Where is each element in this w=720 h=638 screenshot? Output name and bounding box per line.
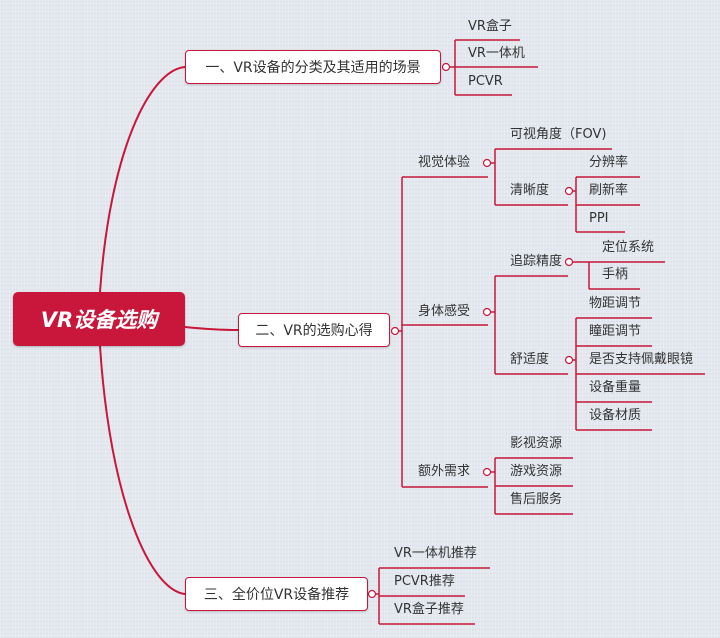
topic-device-weight[interactable]: 设备重量: [589, 380, 642, 395]
branch-1-collapse-dot: [441, 62, 451, 72]
topic-glasses-support[interactable]: 是否支持佩戴眼镜: [589, 352, 694, 367]
comfort-collapse-dot: [564, 355, 574, 365]
branch-2-topic[interactable]: 二、VR的选购心得: [238, 313, 390, 347]
topic-after-sales[interactable]: 售后服务: [510, 492, 563, 507]
topic-body-feel[interactable]: 身体感受: [418, 304, 471, 319]
topic-ppi[interactable]: PPI: [589, 211, 609, 226]
topic-resolution[interactable]: 分辨率: [589, 155, 629, 170]
topic-game-resources[interactable]: 游戏资源: [510, 464, 563, 479]
body-collapse-dot: [482, 307, 492, 317]
topic-vr-all-in-one[interactable]: VR一体机: [468, 46, 525, 61]
root-topic[interactable]: VR设备选购: [13, 292, 185, 346]
connector-root-branch-3: [99, 345, 186, 595]
branch-1-topic[interactable]: 一、VR设备的分类及其适用的场景: [185, 50, 441, 84]
topic-pcvr[interactable]: PCVR: [468, 74, 503, 89]
topic-object-distance[interactable]: 物距调节: [589, 296, 642, 311]
topic-video-resources[interactable]: 影视资源: [510, 436, 563, 451]
connector-root-branch-2: [184, 326, 239, 331]
topic-visual-experience[interactable]: 视觉体验: [418, 155, 471, 170]
topic-comfort[interactable]: 舒适度: [510, 352, 550, 367]
branch-2-label: 二、VR的选购心得: [255, 323, 373, 339]
visual-collapse-dot: [482, 158, 492, 168]
branch-3-label: 三、全价位VR设备推荐: [203, 587, 350, 603]
topic-pcvr-recommend[interactable]: PCVR推荐: [394, 574, 455, 589]
extra-collapse-dot: [482, 467, 492, 477]
branch-2-collapse-dot: [390, 326, 400, 336]
topic-controller[interactable]: 手柄: [602, 267, 629, 282]
topic-ipd-adjust[interactable]: 瞳距调节: [589, 324, 642, 339]
branch-3-topic[interactable]: 三、全价位VR设备推荐: [185, 577, 368, 611]
root-topic-label: VR设备选购: [40, 308, 158, 332]
topic-device-material[interactable]: 设备材质: [589, 408, 642, 423]
topic-extra-needs[interactable]: 额外需求: [418, 464, 471, 479]
topic-clarity[interactable]: 清晰度: [510, 183, 550, 198]
clarity-collapse-dot: [564, 186, 574, 196]
topic-fov[interactable]: 可视角度（FOV): [510, 127, 607, 142]
tracking-collapse-dot: [564, 257, 574, 267]
topic-positioning-system[interactable]: 定位系统: [602, 240, 655, 255]
topic-vr-box[interactable]: VR盒子: [468, 19, 512, 34]
topic-refresh-rate[interactable]: 刷新率: [589, 183, 629, 198]
topic-vr-box-recommend[interactable]: VR盒子推荐: [394, 602, 464, 617]
topic-tracking-accuracy[interactable]: 追踪精度: [510, 254, 563, 269]
branch-3-collapse-dot: [367, 589, 377, 599]
topic-vr-all-in-one-recommend[interactable]: VR一体机推荐: [394, 546, 477, 561]
branch-1-label: 一、VR设备的分类及其适用的场景: [205, 60, 421, 76]
connector-root-branch-1: [99, 66, 186, 293]
